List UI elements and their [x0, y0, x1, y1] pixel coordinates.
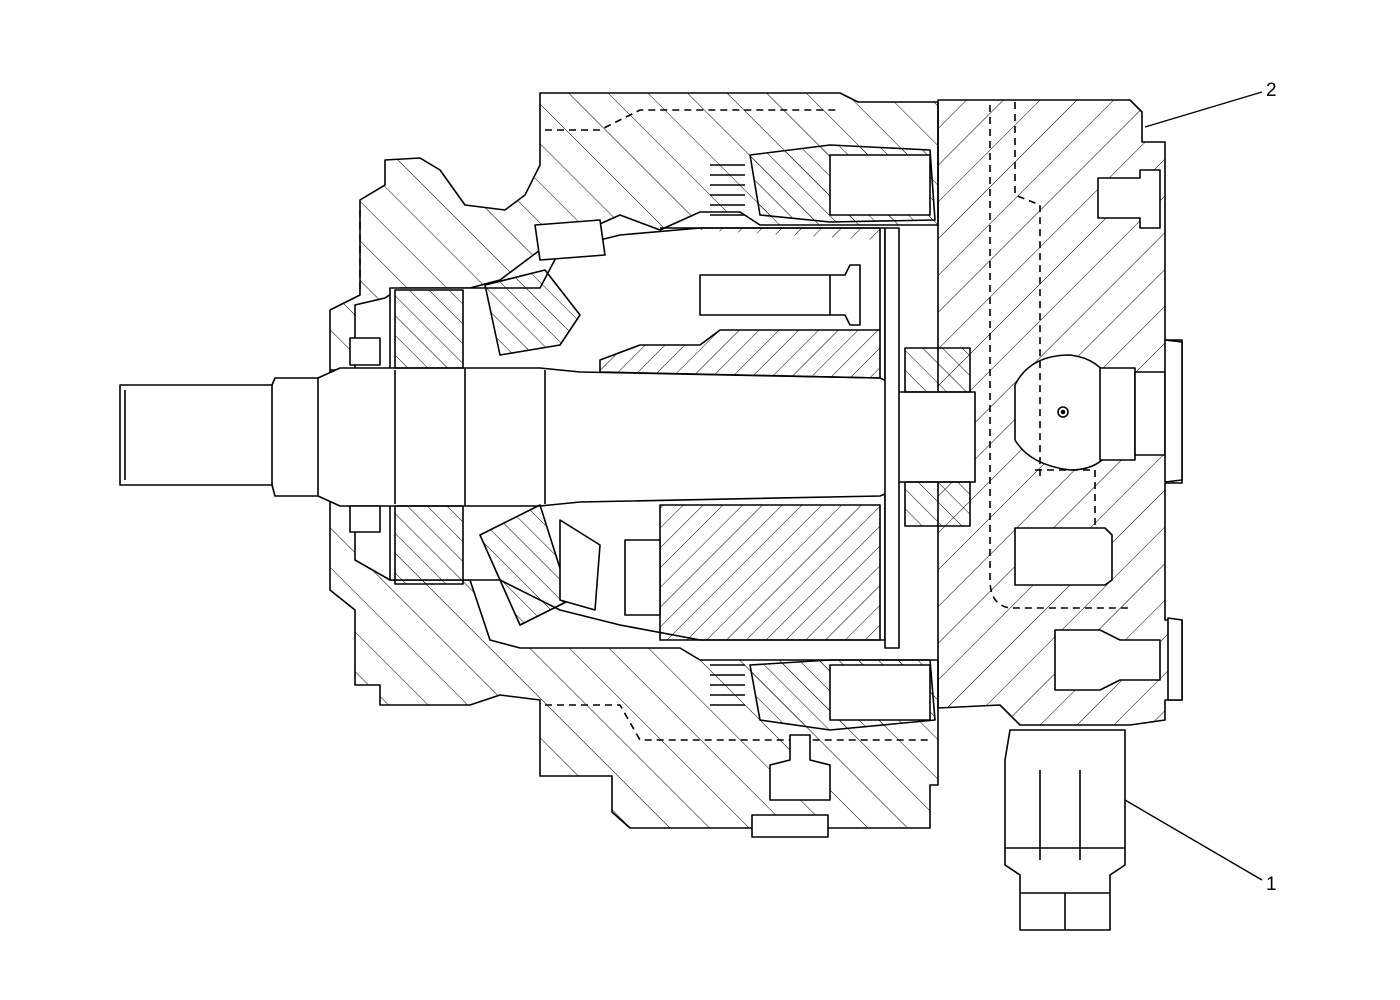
drive-shaft	[119, 367, 976, 507]
control-piston-top	[710, 144, 936, 223]
relief-valve	[1004, 729, 1126, 931]
leader-line-2	[1144, 91, 1263, 128]
end-cover	[937, 99, 1183, 726]
rear-bearing	[904, 347, 971, 527]
callout-leaders	[1124, 91, 1263, 881]
callout-label-1: 1	[1266, 874, 1277, 895]
drain-plug	[751, 734, 831, 838]
callout-label-2: 2	[1266, 80, 1277, 101]
swash-plate	[479, 219, 661, 626]
leader-line-1	[1124, 799, 1263, 881]
cylinder-block	[599, 227, 900, 649]
control-piston-bottom	[710, 659, 936, 731]
front-bearing	[349, 289, 464, 585]
